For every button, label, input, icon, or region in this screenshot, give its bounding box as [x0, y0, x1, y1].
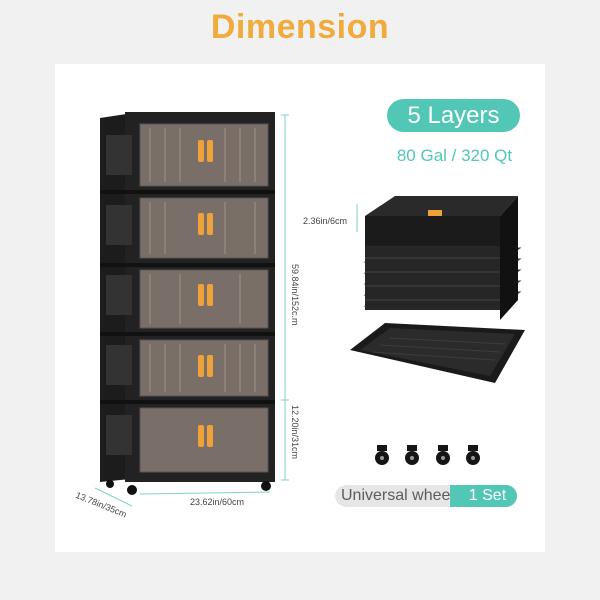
- wheel-count: 1 Set: [449, 485, 517, 507]
- wheel-badge: Universal wheel 1 Set: [335, 485, 517, 507]
- height-layer-label: 12.20in/31cm: [290, 405, 300, 460]
- wheel-label: Universal wheel: [335, 485, 458, 507]
- layers-badge: 5 Layers: [387, 99, 520, 132]
- width-label: 23.62in/60cm: [190, 497, 245, 507]
- layer-thickness-label: 2.36in/6cm: [303, 216, 348, 226]
- page-title: Dimension: [210, 8, 390, 46]
- capacity-label: 80 Gal / 320 Qt: [396, 146, 513, 165]
- height-total-label: 59.84in/152c.m: [290, 264, 300, 326]
